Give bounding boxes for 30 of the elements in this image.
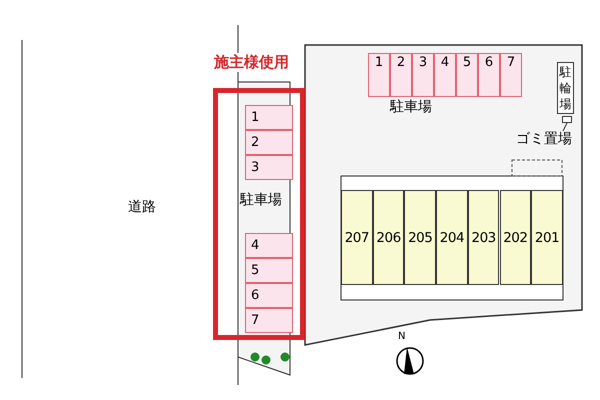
parking-space: 6 xyxy=(478,53,500,97)
parking-space: 2 xyxy=(245,130,293,155)
leader-line xyxy=(562,122,568,132)
parking-space: 7 xyxy=(500,53,522,97)
parking-space: 2 xyxy=(390,53,412,97)
parking-space: 7 xyxy=(245,308,293,333)
parking-space: 3 xyxy=(412,53,434,97)
area-label: 駐車場 xyxy=(240,191,282,209)
area-heading: 施主様使用 xyxy=(214,53,289,72)
apartment-unit: 207 xyxy=(341,190,373,285)
parking-space: 5 xyxy=(456,53,478,97)
parking-space: 4 xyxy=(245,233,293,258)
parking-space: 1 xyxy=(368,53,390,97)
area-label: 駐車場 xyxy=(390,98,432,116)
area-label: ゴミ置場 xyxy=(516,130,572,148)
apartment-unit: 203 xyxy=(468,190,500,285)
parking-space: 4 xyxy=(434,53,456,97)
north-label: N xyxy=(398,331,406,342)
parking-space: 3 xyxy=(245,155,293,180)
apartment-unit: 202 xyxy=(500,190,532,285)
apartment-unit: 204 xyxy=(436,190,468,285)
parking-space: 1 xyxy=(245,105,293,130)
parking-space: 6 xyxy=(245,283,293,308)
apartment-unit: 205 xyxy=(404,190,436,285)
apartment-unit: 206 xyxy=(372,190,404,285)
parking-space: 5 xyxy=(245,258,293,283)
apartment-unit: 201 xyxy=(531,190,563,285)
garbage-box xyxy=(562,116,572,123)
bicycle-parking: 駐輪場 xyxy=(557,62,574,114)
road-label: 道路 xyxy=(128,198,156,216)
